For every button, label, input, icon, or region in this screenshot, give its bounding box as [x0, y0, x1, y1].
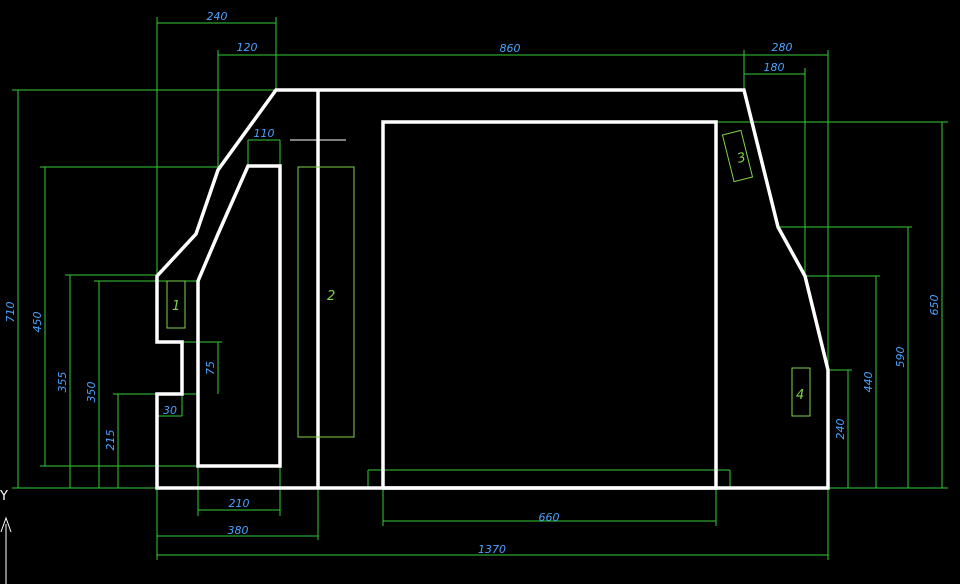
region-3-label: 3	[736, 150, 748, 167]
dim-350: 350	[85, 382, 98, 403]
dim-30: 30	[163, 404, 177, 417]
region-2-label: 2	[327, 289, 335, 304]
dimension-labels: 240 120 860 280 180 110 710 450 355 350 …	[4, 10, 941, 556]
dim-280: 280	[772, 41, 793, 54]
reference-cross	[290, 134, 346, 146]
dim-590: 590	[894, 347, 907, 368]
dim-355: 355	[56, 372, 69, 393]
region-2-box[interactable]	[297, 166, 355, 438]
dim-215: 215	[104, 430, 117, 451]
dim-450: 450	[31, 312, 44, 333]
outer-profile[interactable]	[155, 88, 830, 490]
dim-380: 380	[228, 524, 249, 537]
dim-120: 120	[237, 41, 258, 54]
dim-240-right: 240	[834, 419, 847, 440]
dim-440: 440	[862, 372, 875, 393]
dim-240-top: 240	[207, 10, 228, 23]
dim-650: 650	[928, 295, 941, 316]
dim-860: 860	[500, 42, 521, 55]
region-4-box[interactable]	[791, 367, 811, 417]
region-boxes	[166, 129, 811, 438]
region-labels: 1 2 3 4	[172, 150, 804, 403]
ucs-y-label: Y	[0, 489, 8, 504]
dim-660: 660	[539, 511, 560, 524]
region-3-box[interactable]	[721, 129, 754, 183]
dim-1370: 1370	[478, 543, 506, 556]
outline-geometry	[155, 88, 830, 490]
dim-210: 210	[229, 497, 250, 510]
inner-window-left[interactable]	[196, 164, 282, 468]
dim-180: 180	[764, 61, 785, 74]
region-4-label: 4	[796, 388, 804, 403]
door-opening[interactable]	[381, 120, 718, 490]
ucs-icon: Y	[0, 489, 12, 584]
dim-110: 110	[254, 127, 275, 140]
region-1-label: 1	[172, 299, 180, 314]
dimension-lines	[12, 17, 948, 560]
dim-710: 710	[4, 302, 17, 323]
region-1-box[interactable]	[166, 280, 186, 329]
dim-75: 75	[204, 361, 217, 375]
